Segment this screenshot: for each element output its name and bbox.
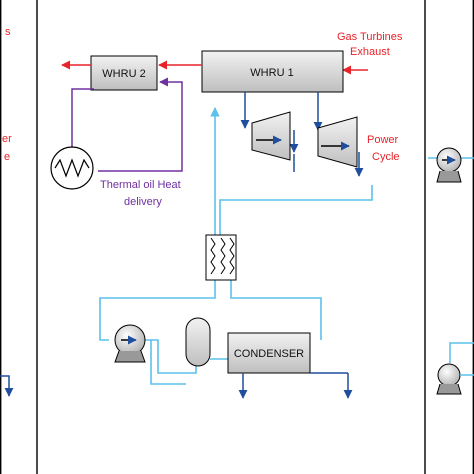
pump-icon [437,363,461,387]
whru2-label: WHRU 2 [102,68,145,80]
turbine-icon [317,116,358,168]
right-panel-pump-bottom [436,342,474,395]
thermal-oil-label-line2: delivery [124,196,162,208]
whru1-label: WHRU 1 [250,67,293,79]
power-cycle-label-line2: Cycle [372,151,400,163]
turbine-icon [251,111,291,161]
steam-lines [240,92,364,177]
pump-icon [114,324,146,363]
left-panel-outlet-line [0,375,14,397]
left-fragment-1: s [5,26,11,38]
heat-exchanger-icon [50,146,94,190]
left-fragment-2: er [2,133,12,145]
left-fragment-3: e [4,151,10,163]
gas-turbines-label-line1: Gas Turbines [337,31,403,43]
separator-drum-icon [185,317,211,367]
gas-turbines-label-line2: Exhaust [350,46,390,58]
condenser-label: CONDENSER [234,348,304,360]
whru1-box [201,50,344,93]
whru2-box [90,55,158,91]
condenser-outlet-lines [238,372,353,399]
power-cycle-label-line1: Power [367,134,399,146]
heat-exchanger-coil [54,158,90,178]
condenser-box [227,332,311,374]
water-lines [99,107,373,385]
right-panel-pump-top [428,147,474,183]
recuperator-icon [205,234,237,281]
thermal-oil-label-line1: Thermal oil Heat [100,179,181,191]
